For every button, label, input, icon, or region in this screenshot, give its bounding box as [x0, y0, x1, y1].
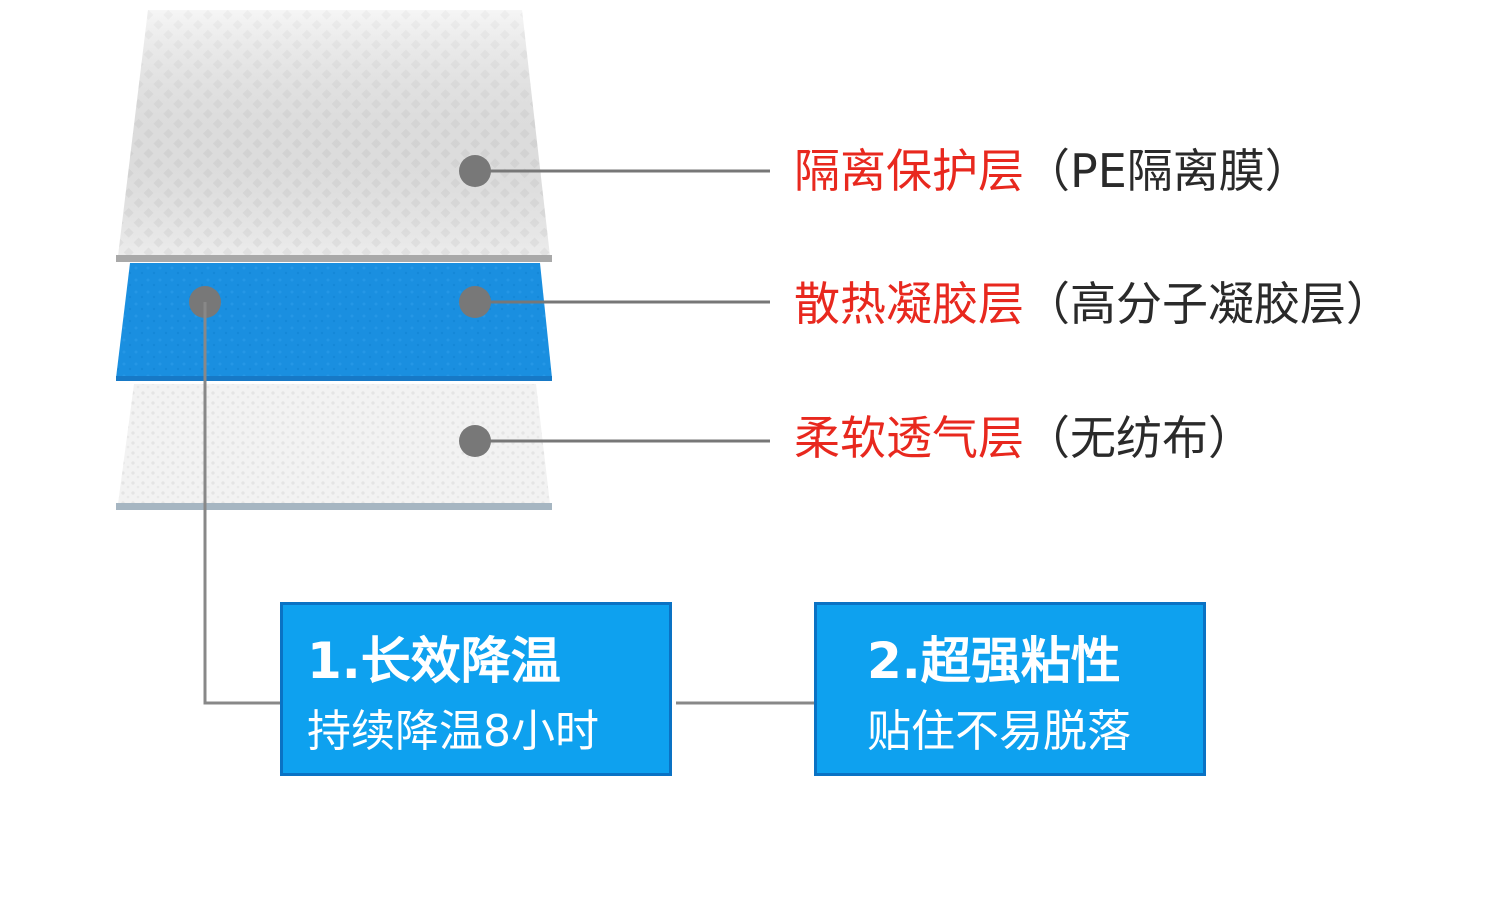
gel-dot-marker-icon	[459, 286, 491, 318]
gel-to-feature-connector	[203, 302, 282, 705]
pe-film-desc: （PE隔离膜）	[1024, 144, 1311, 198]
nonwoven-desc: （无纺布）	[1024, 411, 1254, 465]
pe-dot-marker-icon	[459, 155, 491, 187]
gel-layer	[116, 263, 552, 381]
feature-subtitle-adhesion: 贴住不易脱落	[867, 706, 1131, 757]
feature-box-cooling: 1.长效降温 持续降温8小时	[280, 602, 672, 776]
nonwoven-layer	[116, 384, 552, 510]
pe-film-label: 隔离保护层（PE隔离膜）	[794, 143, 1311, 199]
feature-subtitle-cooling: 持续降温8小时	[307, 706, 599, 757]
feature-box-adhesion: 2.超强粘性 贴住不易脱落	[814, 602, 1206, 776]
feature-title-cooling: 1.长效降温	[307, 632, 561, 690]
nonwoven-name: 柔软透气层	[794, 411, 1024, 465]
pe-film-name: 隔离保护层	[794, 144, 1024, 198]
gel-label: 散热凝胶层（高分子凝胶层）	[794, 276, 1392, 332]
pe-film-layer	[116, 10, 552, 262]
feature-title-adhesion: 2.超强粘性	[867, 632, 1121, 690]
gel-name: 散热凝胶层	[794, 277, 1024, 331]
nonwoven-label: 柔软透气层（无纺布）	[794, 410, 1254, 466]
nonwoven-dot-marker-icon	[459, 425, 491, 457]
gel-desc: （高分子凝胶层）	[1024, 277, 1392, 331]
